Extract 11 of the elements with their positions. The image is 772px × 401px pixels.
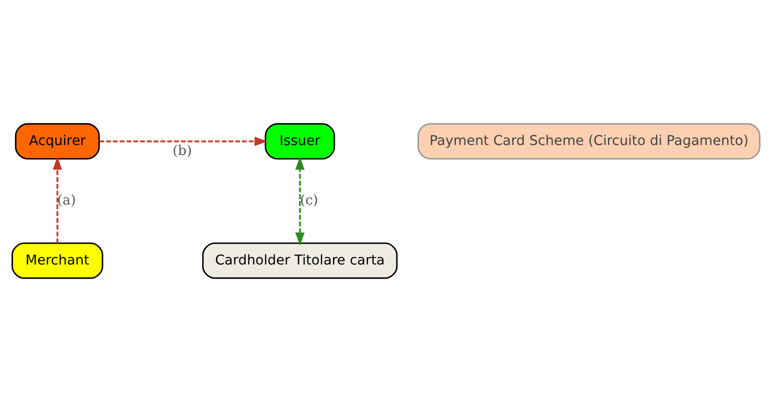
node-box: Acquirer bbox=[14, 122, 100, 160]
arrow bbox=[99, 136, 268, 146]
edge-label: (c) bbox=[300, 192, 318, 208]
node-box: Cardholder Titolare carta bbox=[202, 242, 398, 278]
node-box: Payment Card Scheme (Circuito di Pagamento) bbox=[418, 122, 760, 160]
edge-label: (a) bbox=[57, 192, 76, 208]
edge-label: (b) bbox=[172, 142, 192, 159]
node-box: Issuer bbox=[264, 122, 336, 160]
arrow bbox=[295, 156, 305, 246]
arrow bbox=[52, 156, 62, 243]
node-box: Merchant bbox=[12, 242, 104, 278]
